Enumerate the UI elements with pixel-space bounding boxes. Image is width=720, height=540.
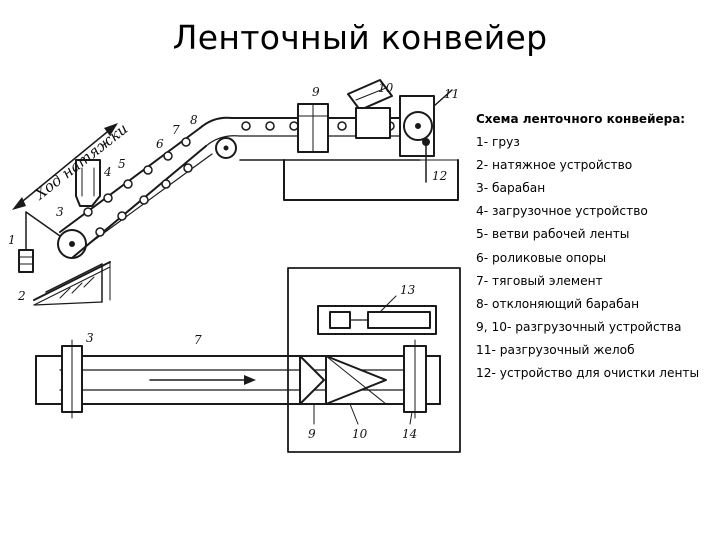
- legend-item: 8- отклоняющий барабан: [476, 296, 640, 311]
- unloader-10: [347, 79, 393, 139]
- drive-unit: [317, 305, 437, 335]
- slide-title: Ленточный конвейер: [172, 18, 548, 57]
- tension-device: [33, 261, 111, 306]
- plan-ploughs: [299, 355, 387, 405]
- label-6: 6: [156, 137, 164, 151]
- plan-view: [35, 267, 461, 453]
- legend-item: 12- устройство для очистки ленты: [476, 366, 700, 381]
- head-pulley-chute: [399, 89, 453, 157]
- loading-hopper: [75, 159, 101, 207]
- plan-label-10: 10: [352, 427, 368, 441]
- legend-item: 5- ветви рабочей ленты: [476, 227, 630, 242]
- label-11: 11: [444, 87, 459, 101]
- plan-label-7: 7: [194, 333, 202, 347]
- counterweight: [18, 211, 34, 273]
- label-12: 12: [432, 169, 447, 183]
- label-5: 5: [118, 157, 126, 171]
- label-1: 1: [8, 233, 16, 247]
- legend-item: 1- груз: [476, 135, 520, 150]
- legend-item: 11- разгрузочный желоб: [476, 342, 635, 357]
- plan-tail-pulley: [61, 339, 83, 419]
- foundation: [283, 159, 459, 201]
- legend-heading: Схема ленточного конвейера:: [476, 112, 686, 126]
- legend-item: 2- натяжное устройство: [476, 158, 633, 173]
- legend-item: 7- тяговый элемент: [476, 273, 603, 288]
- unloader-9: [297, 103, 329, 153]
- legend-item: 6- роликовые опоры: [476, 250, 607, 265]
- label-9: 9: [312, 85, 320, 99]
- plan-label-3: 3: [86, 331, 94, 345]
- label-3: 3: [56, 205, 64, 219]
- plan-head-pulley: [403, 339, 427, 419]
- side-view: [12, 79, 459, 306]
- bend-pulley: [215, 137, 237, 159]
- label-10: 10: [378, 81, 394, 95]
- legend: Схема ленточного конвейера: 1- груз 2- н…: [476, 108, 716, 385]
- label-8: 8: [190, 113, 198, 127]
- label-4: 4: [103, 165, 112, 179]
- legend-item: 9, 10- разгрузочный устройства: [476, 319, 682, 334]
- legend-item: 3- барабан: [476, 181, 546, 196]
- label-7: 7: [172, 123, 180, 137]
- plan-label-14: 14: [402, 427, 417, 441]
- tension-travel-arrow: [12, 123, 118, 210]
- belt-cleaner: [422, 138, 430, 183]
- label-2: 2: [17, 289, 26, 303]
- plan-label-9: 9: [308, 427, 316, 441]
- plan-label-13: 13: [400, 283, 416, 297]
- legend-item: 4- загрузочное устройство: [476, 204, 648, 219]
- idler-rollers-incline: [83, 137, 193, 237]
